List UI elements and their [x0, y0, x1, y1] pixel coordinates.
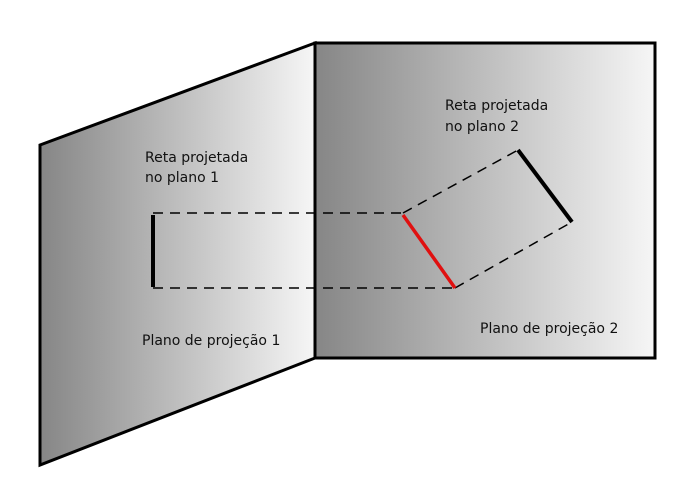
projection-plane-2	[313, 41, 657, 360]
label-plane-1: Plano de projeção 1	[142, 333, 280, 349]
projected-line-plane-2	[516, 148, 574, 224]
label-plane2-line-2: no plano 2	[445, 119, 519, 135]
projector-line-top-2	[402, 149, 519, 214]
projection-plane-1	[38, 40, 317, 468]
original-line	[401, 213, 457, 290]
projector-line-bottom-2	[454, 221, 573, 289]
label-plane2-line: Reta projetada	[445, 98, 548, 114]
label-plane1-line: Reta projetada	[145, 150, 248, 166]
label-plane1-line-2: no plano 1	[145, 170, 219, 186]
label-plane-2: Plano de projeção 2	[480, 321, 618, 337]
